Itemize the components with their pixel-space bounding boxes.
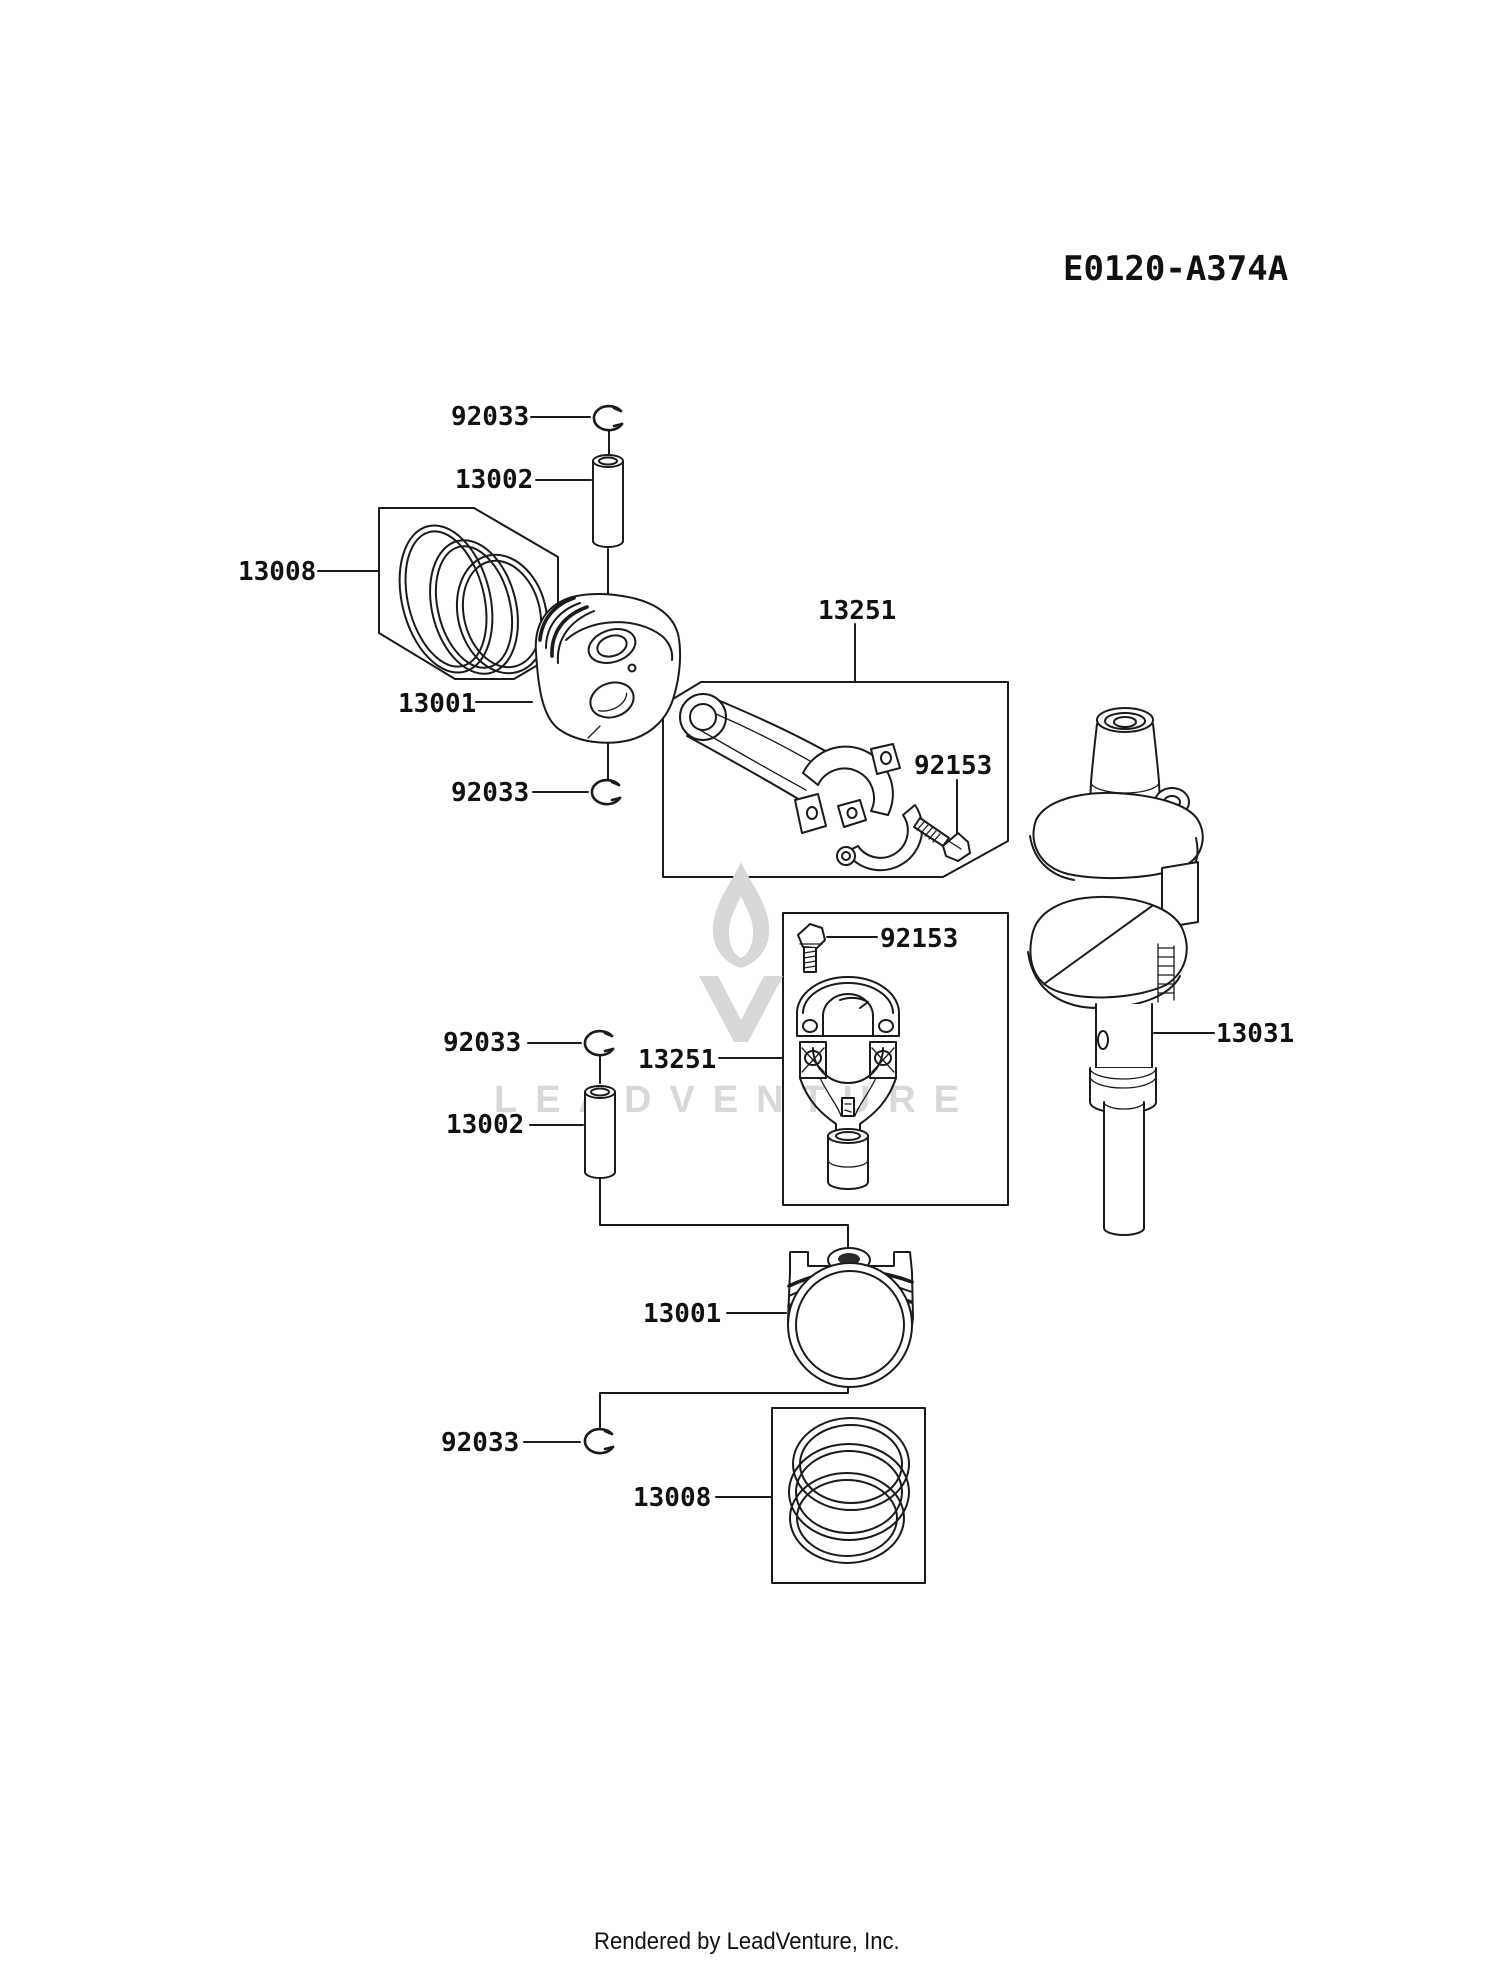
part-label-13002-pin-top: 13002 (455, 465, 534, 495)
circlip-lower (583, 1029, 615, 1057)
rod-bolt-top (913, 817, 971, 862)
ring-set-box-top (378, 507, 559, 680)
part-label-92153-bolt-top: 92153 (914, 751, 993, 781)
piston-bottom-drawing (787, 1247, 914, 1388)
circlip-mid (590, 778, 622, 806)
part-label-92033-circlip-bottom: 92033 (441, 1428, 520, 1458)
part-label-13008-rings-bottom: 13008 (633, 1483, 712, 1513)
part-label-13008-rings-top: 13008 (238, 557, 317, 587)
piston-ring-set-top (398, 524, 549, 675)
piston-pin-top (592, 454, 624, 548)
circlip-bottom (583, 1427, 615, 1455)
crankshaft-gear-teeth (1157, 943, 1175, 1003)
part-label-13251-rod-top: 13251 (818, 596, 897, 626)
piston-top-drawing (534, 592, 682, 744)
part-label-92033-circlip-lower: 92033 (443, 1028, 522, 1058)
v-watermark-icon (699, 976, 783, 1042)
watermark-text: LEADVENTURE (494, 1079, 977, 1121)
part-label-13251-rod-bottom: 13251 (638, 1045, 717, 1075)
crankshaft-drawing (1027, 707, 1204, 1236)
part-label-13002-pin-bottom: 13002 (446, 1110, 525, 1140)
connecting-rod-bottom-drawing (796, 923, 900, 1190)
part-label-13001-piston-top: 13001 (398, 689, 477, 719)
part-label-13031-crankshaft: 13031 (1216, 1019, 1295, 1049)
render-credit: Rendered by LeadVenture, Inc. (594, 1928, 900, 1955)
bearing-cap-bottom (796, 976, 900, 1037)
piston-ring-set-bottom (788, 1417, 910, 1564)
part-label-92033-circlip-top: 92033 (451, 402, 530, 432)
part-label-92153-bolt-bottom: 92153 (880, 924, 959, 954)
connecting-rod-top-drawing (679, 693, 971, 872)
flame-watermark-inner (728, 896, 754, 958)
leadventure-watermark: LEADVENTURE (494, 862, 977, 1121)
circlip-top (592, 404, 624, 432)
piston-pin-bottom (584, 1085, 616, 1179)
part-label-13001-piston-bottom: 13001 (643, 1299, 722, 1329)
diagram-code: E0120-A374A (1063, 249, 1289, 289)
rod-bolt-bottom (797, 923, 826, 973)
part-label-92033-circlip-mid: 92033 (451, 778, 530, 808)
